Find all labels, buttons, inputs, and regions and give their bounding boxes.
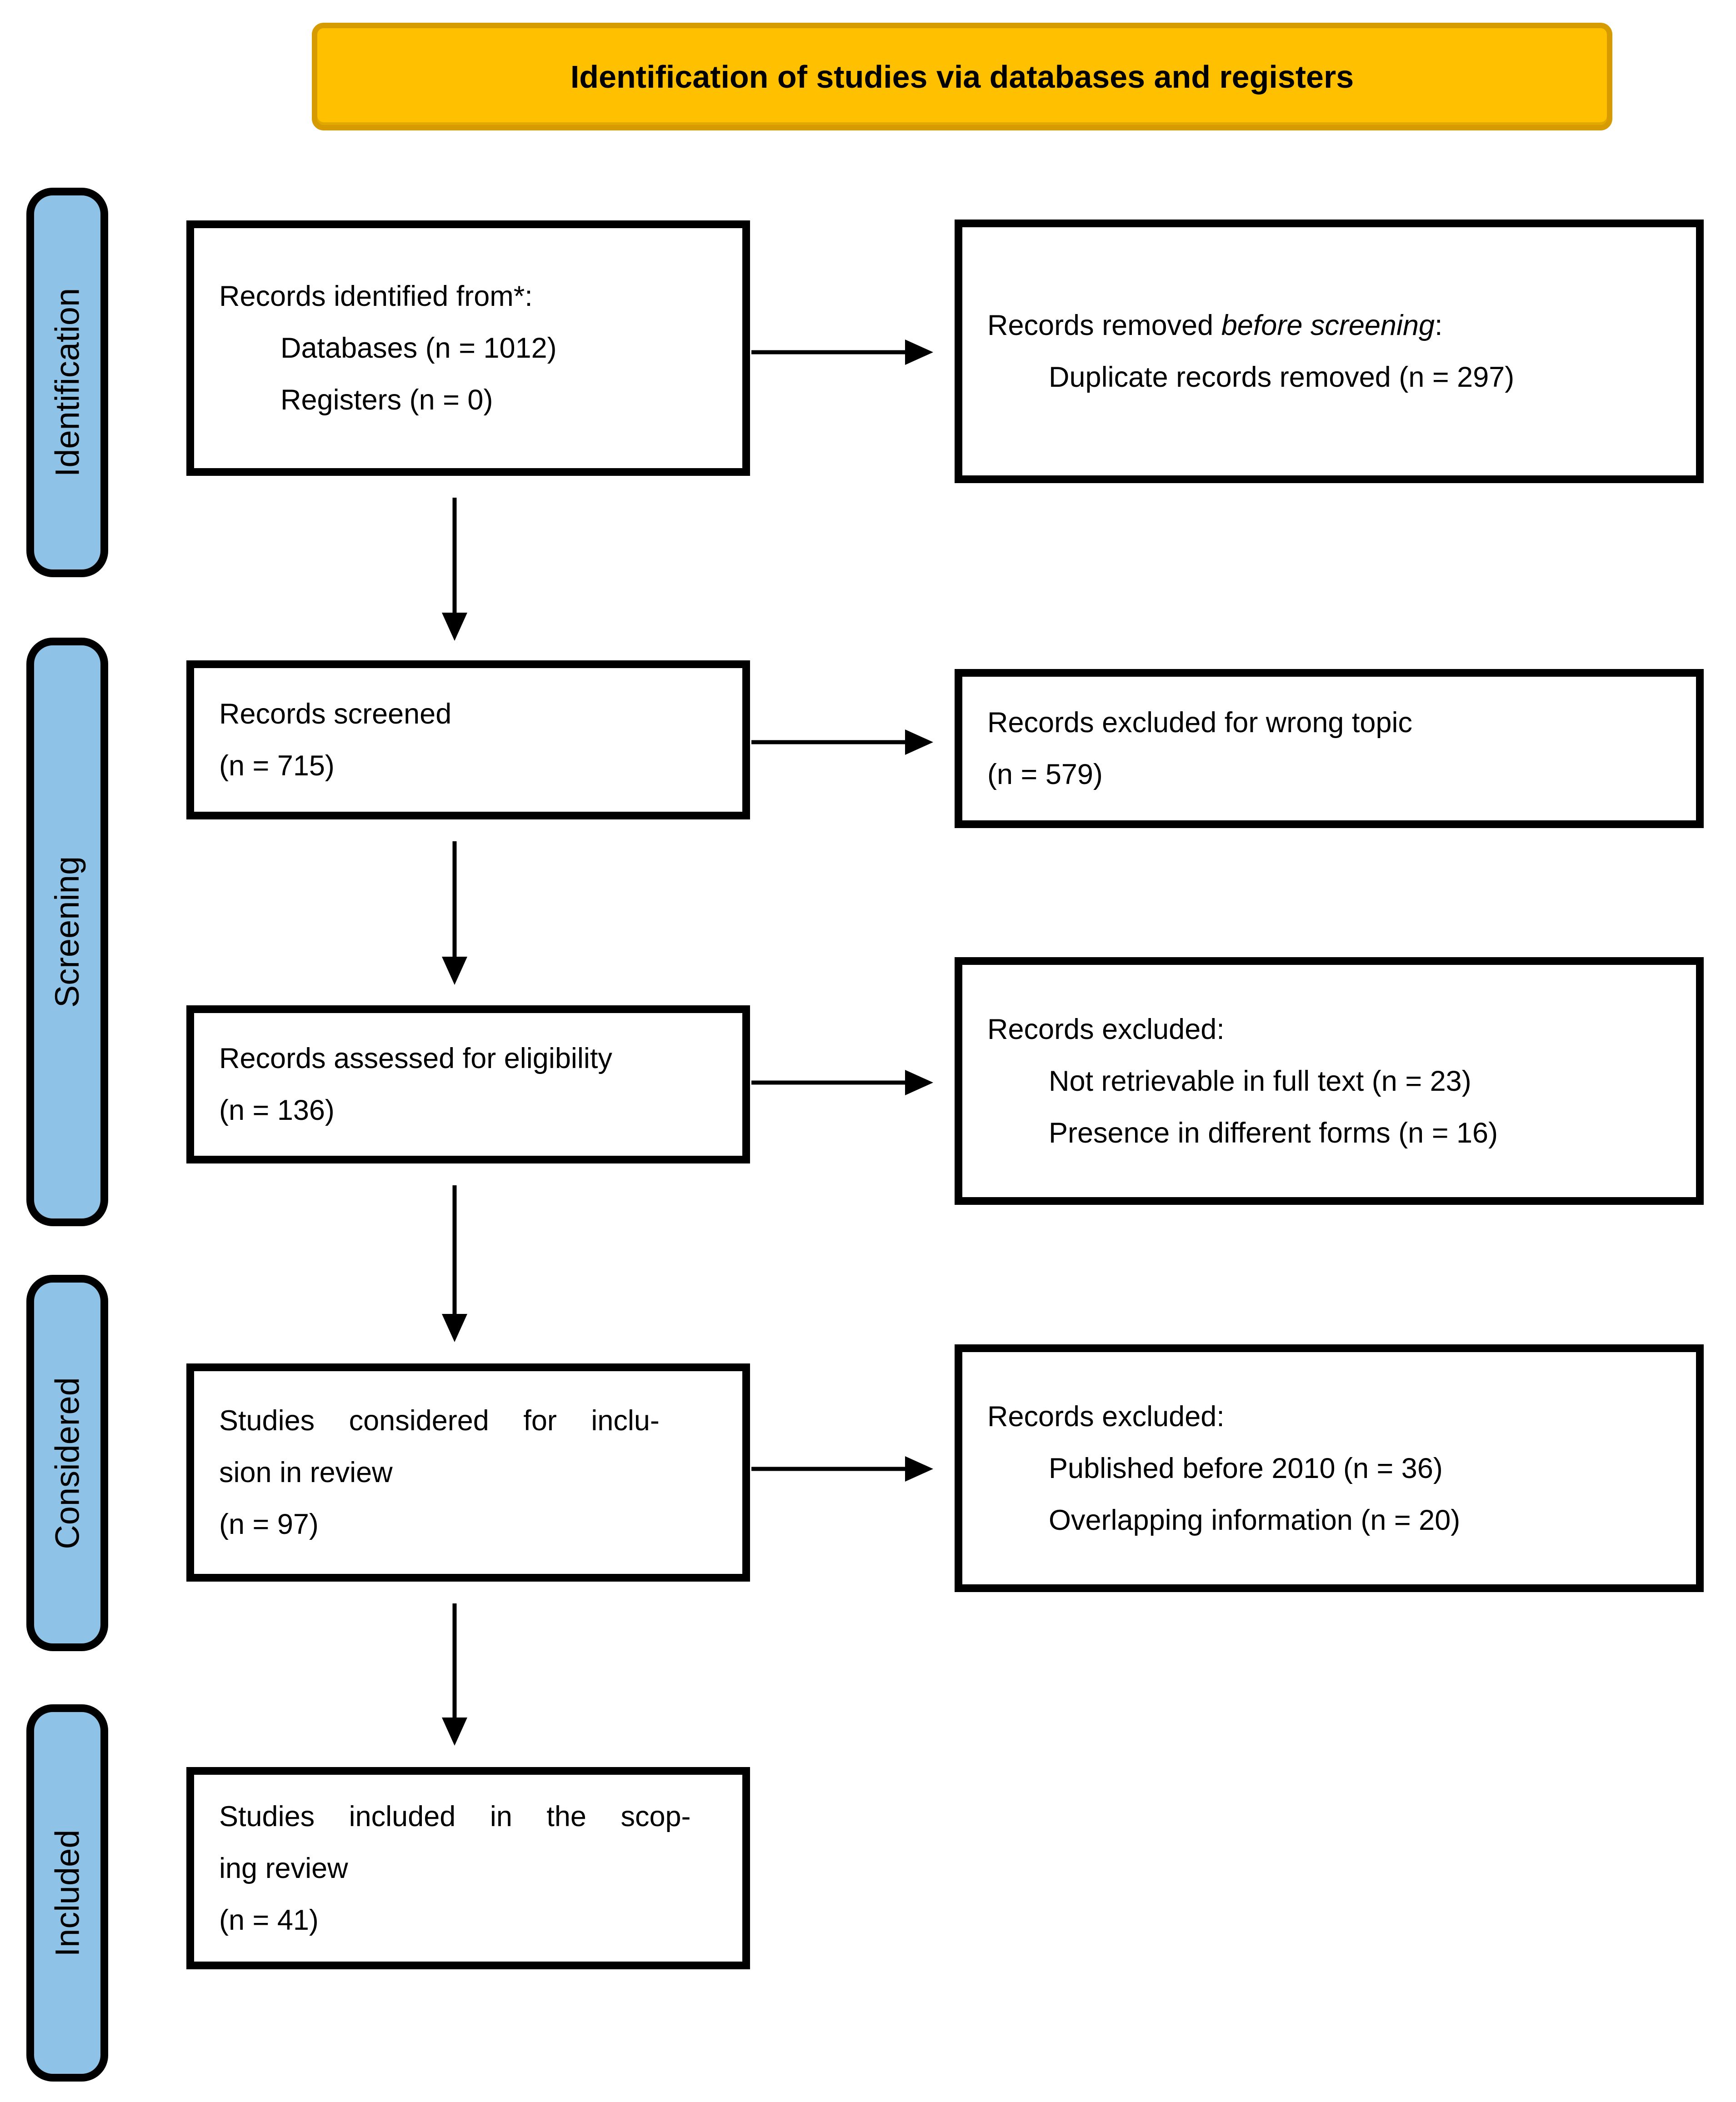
arrow-head-right-icon (905, 340, 933, 365)
box-line: sion in review (219, 1457, 393, 1488)
arrow-head-right-icon (905, 1070, 933, 1095)
box-line: Not retrievable in full text (n = 23) (1049, 1065, 1471, 1097)
flow-box-records-screened: Records screened (n = 715) (186, 660, 750, 819)
title-banner: Identification of studies via databases … (312, 23, 1612, 130)
arrow-shaft (452, 498, 457, 614)
box-line: Records excluded: (987, 1013, 1225, 1045)
arrow-shaft (751, 350, 908, 354)
box-line: Duplicate records removed (n = 297) (1049, 361, 1515, 393)
box-line: ing review (219, 1852, 348, 1884)
stage-label-identification: Identification (48, 288, 86, 477)
arrow-identified-to-screened (442, 498, 467, 641)
arrow-shaft (751, 740, 908, 744)
box-line: Published before 2010 (n = 36) (1049, 1452, 1443, 1484)
stage-label-considered: Considered (48, 1377, 86, 1549)
flow-box-studies-considered: Studies considered for inclu- sion in re… (186, 1363, 750, 1582)
arrow-identified-to-removed (751, 339, 933, 366)
box-line: Records excluded: (987, 1400, 1225, 1433)
box-line: Records removed before screening: (987, 300, 1671, 351)
arrow-head-down-icon (442, 613, 467, 641)
title-banner-label: Identification of studies via databases … (570, 59, 1354, 95)
box-line: (n = 41) (219, 1904, 319, 1936)
arrow-shaft (452, 1185, 457, 1316)
flow-box-excluded-full-text: Records excluded: Not retrievable in ful… (955, 957, 1704, 1205)
arrow-considered-to-excluded (751, 1455, 933, 1483)
flow-box-records-assessed: Records assessed for eligibility (n = 13… (186, 1005, 750, 1163)
arrow-head-down-icon (442, 1314, 467, 1342)
box-line: Records screened (219, 698, 452, 730)
flow-box-excluded-wrong-topic: Records excluded for wrong topic (n = 57… (955, 669, 1704, 828)
arrow-assessed-to-excluded (751, 1069, 933, 1096)
arrow-head-down-icon (442, 1718, 467, 1746)
arrow-head-down-icon (442, 957, 467, 985)
flow-box-excluded-considered: Records excluded: Published before 2010 … (955, 1344, 1704, 1592)
stage-bar-considered: Considered (26, 1275, 108, 1651)
box-line-text: Records removed (987, 310, 1221, 341)
stage-label-screening: Screening (48, 856, 86, 1008)
box-line: Records assessed for eligibility (219, 1043, 612, 1074)
box-line: (n = 136) (219, 1094, 335, 1126)
flow-box-studies-included: Studies included in the scop- ing review… (186, 1767, 750, 1969)
box-line: Studies considered for inclu- (219, 1405, 660, 1437)
box-line: Presence in different forms (n = 16) (1049, 1117, 1498, 1149)
box-line: Registers (n = 0) (280, 384, 493, 416)
arrow-shaft (452, 841, 457, 959)
box-line: Studies included in the scop- (219, 1800, 691, 1832)
box-line: Databases (n = 1012) (280, 332, 557, 364)
stage-label-included: Included (48, 1829, 86, 1957)
arrow-shaft (452, 1603, 457, 1719)
stage-bar-identification: Identification (26, 188, 108, 577)
arrow-shaft (751, 1080, 908, 1085)
box-line: (n = 97) (219, 1508, 319, 1540)
box-line: Overlapping information (n = 20) (1049, 1504, 1461, 1536)
box-line-italic-text: before screening (1221, 310, 1435, 341)
arrow-considered-to-included (442, 1603, 467, 1746)
box-line: (n = 715) (219, 750, 335, 782)
arrow-head-right-icon (905, 729, 933, 755)
box-line: Records excluded for wrong topic (987, 707, 1412, 739)
stage-bar-included: Included (26, 1704, 108, 2082)
flow-box-records-identified: Records identified from*: Databases (n =… (186, 220, 750, 476)
box-line: (n = 579) (987, 759, 1103, 790)
stage-bar-screening: Screening (26, 638, 108, 1226)
arrow-screened-to-excluded (751, 729, 933, 756)
arrow-assessed-to-considered (442, 1185, 467, 1342)
arrow-shaft (751, 1467, 908, 1471)
box-line-text: : (1435, 310, 1443, 341)
arrow-head-right-icon (905, 1456, 933, 1482)
arrow-screened-to-assessed (442, 841, 467, 985)
box-line: Records identified from*: (219, 280, 533, 312)
flow-box-removed-before-screening: Records removed before screening: Duplic… (955, 220, 1704, 483)
